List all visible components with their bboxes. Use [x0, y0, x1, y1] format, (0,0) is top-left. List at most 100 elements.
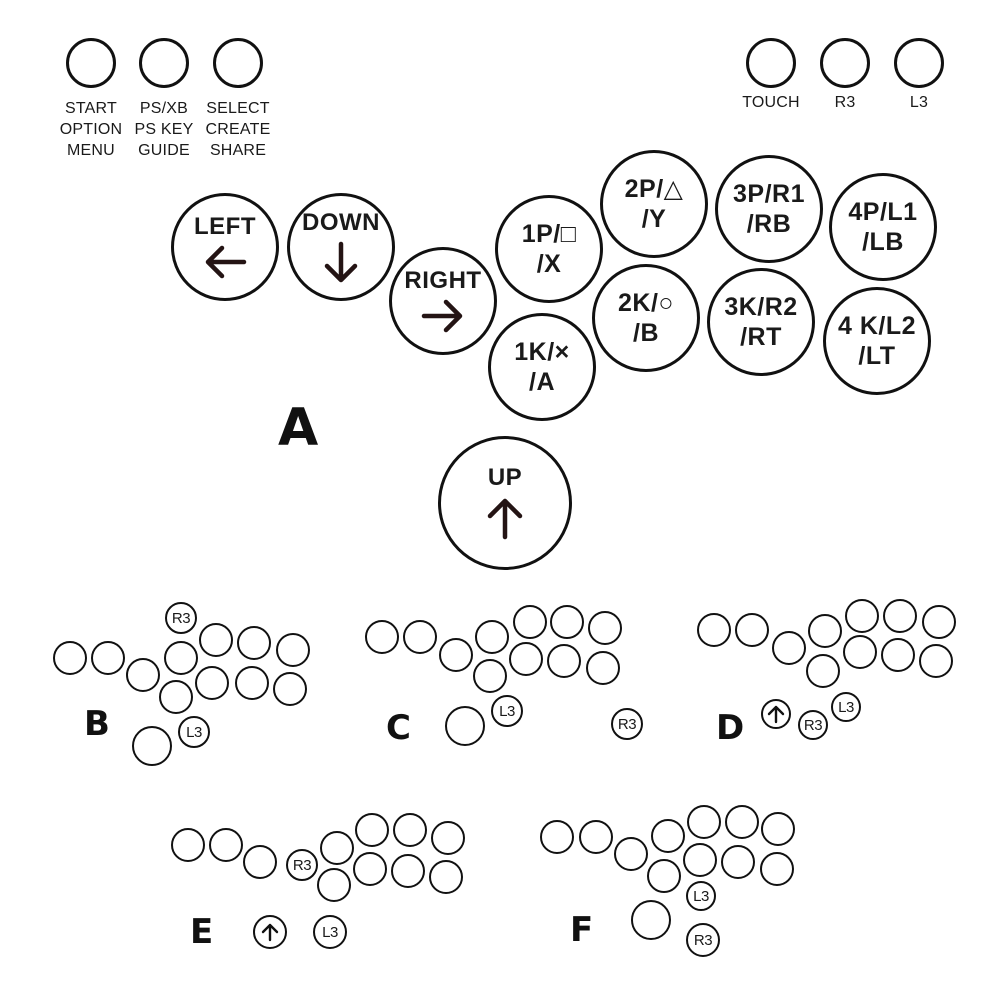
1k-button: 1K/× /A: [488, 313, 596, 421]
4k-label-line1: 4 K/L2: [837, 312, 917, 340]
up-button: UP: [438, 436, 572, 570]
arrow-up-icon: [261, 923, 279, 942]
layout-e-button-8: [431, 821, 465, 855]
layout-d-button-5: [845, 599, 879, 633]
down-label: DOWN: [302, 209, 380, 236]
select-create-share-caption: SELECT CREATE SHARE: [188, 98, 288, 161]
layout-e-button-7: [393, 813, 427, 847]
layout-f-button-10: [721, 845, 755, 879]
layout-d-up-button: [761, 699, 791, 729]
layout-f-button-7: [761, 812, 795, 846]
arrow-right-icon: [421, 299, 463, 333]
layout-d-button-2: [735, 613, 769, 647]
2k-label-line2: /B: [633, 319, 659, 347]
start-option-menu-caption: START OPTION MENU: [41, 98, 141, 161]
layout-b-button-9: [159, 680, 193, 714]
layout-d-button-11: [919, 644, 953, 678]
layout-e-button-9: [317, 868, 351, 902]
layout-e-l3-button-label: L3: [322, 923, 338, 941]
layout-d-button-10: [881, 638, 915, 672]
layout-d-button-9: [843, 635, 877, 669]
layout-b-label: B: [84, 704, 110, 744]
layout-f-button-1: [540, 820, 574, 854]
layout-e-button-3: [243, 845, 277, 879]
layout-e-label: E: [190, 912, 214, 952]
r3-caption: R3: [834, 94, 856, 111]
layout-e-button-10: [353, 852, 387, 886]
1p-button: 1P/□ /X: [495, 195, 603, 303]
layout-c-l3-button: L3: [491, 695, 523, 727]
3k-label-line2: /RT: [740, 323, 782, 351]
right-button: RIGHT: [389, 247, 497, 355]
1k-label-line2: /A: [529, 368, 555, 396]
layout-b-button-12: [273, 672, 307, 706]
layout-b-button-7: [237, 626, 271, 660]
layout-f-r3-button: R3: [686, 923, 720, 957]
layout-c-l3-button-label: L3: [499, 702, 515, 720]
layout-f-button-4: [651, 819, 685, 853]
layout-b-button-6: [199, 623, 233, 657]
layout-e-button-11: [391, 854, 425, 888]
arrow-left-icon: [205, 245, 247, 279]
layout-d-button-1: [697, 613, 731, 647]
layout-b-l3-button: L3: [178, 716, 210, 748]
layout-c-button-5: [513, 605, 547, 639]
layout-e-up-button: [253, 915, 287, 949]
right-label: RIGHT: [404, 267, 482, 294]
2k-label-line1: 2K/○: [617, 289, 674, 317]
layout-d-button-6: [883, 599, 917, 633]
4p-label-line2: /LB: [862, 228, 904, 256]
layout-c-label: C: [386, 708, 411, 748]
2p-label-line2: /Y: [641, 205, 667, 233]
4k-button: 4 K/L2 /LT: [823, 287, 931, 395]
layout-b-up-button: [132, 726, 172, 766]
layout-e-button-12: [429, 860, 463, 894]
layout-b-button-5: [164, 641, 198, 675]
layout-d-button-8: [806, 654, 840, 688]
layout-f-button-5: [687, 805, 721, 839]
layout-a-label: A: [278, 398, 319, 458]
down-button: DOWN: [287, 193, 395, 301]
2p-label-line1: 2P/△: [624, 175, 684, 203]
3k-label-line1: 3K/R2: [724, 293, 798, 321]
layout-b-button-10: [195, 666, 229, 700]
layout-f-label: F: [570, 910, 594, 950]
layout-c-button-10: [547, 644, 581, 678]
layout-f-up-button: [631, 900, 671, 940]
caption-line: SHARE: [209, 142, 267, 159]
layout-c-button-8: [473, 659, 507, 693]
arrow-up-icon: [487, 498, 523, 540]
layout-f-button-6: [725, 805, 759, 839]
left-button: LEFT: [171, 193, 279, 301]
layout-f-button-11: [760, 852, 794, 886]
layout-c-up-button: [445, 706, 485, 746]
arrow-up-icon: [767, 705, 785, 724]
layout-d-r3-button-label: R3: [803, 716, 823, 734]
3p-label-line1: 3P/R1: [733, 180, 805, 208]
layout-d-l3-button: L3: [831, 692, 861, 722]
layout-d-button-3: [772, 631, 806, 665]
layout-c-button-2: [403, 620, 437, 654]
layout-f-button-8: [647, 859, 681, 893]
layout-d-l3-button-label: L3: [838, 698, 854, 716]
layout-d-button-4: [808, 614, 842, 648]
layout-c-button-4: [475, 620, 509, 654]
ps-xb-guide-button: [139, 38, 189, 88]
layout-b-button-8: [276, 633, 310, 667]
layout-d-button-7: [922, 605, 956, 639]
layout-c-button-7: [588, 611, 622, 645]
layout-c-button-11: [586, 651, 620, 685]
3p-label-line2: /RB: [746, 210, 792, 238]
left-label: LEFT: [194, 213, 256, 240]
layout-e-r3-button: R3: [286, 849, 318, 881]
l3-button: [894, 38, 944, 88]
layout-b-r3-button: R3: [165, 602, 197, 634]
layout-e-button-2: [209, 828, 243, 862]
ps-xb-guide-caption: PS/XB PS KEY GUIDE: [114, 98, 214, 161]
layout-d-label: D: [716, 708, 745, 748]
1k-label-line1: 1K/×: [514, 338, 570, 366]
3p-button: 3P/R1 /RB: [715, 155, 823, 263]
1p-label-line1: 1P/□: [521, 220, 577, 248]
caption-line: PS KEY: [134, 121, 194, 138]
layout-c-button-3: [439, 638, 473, 672]
